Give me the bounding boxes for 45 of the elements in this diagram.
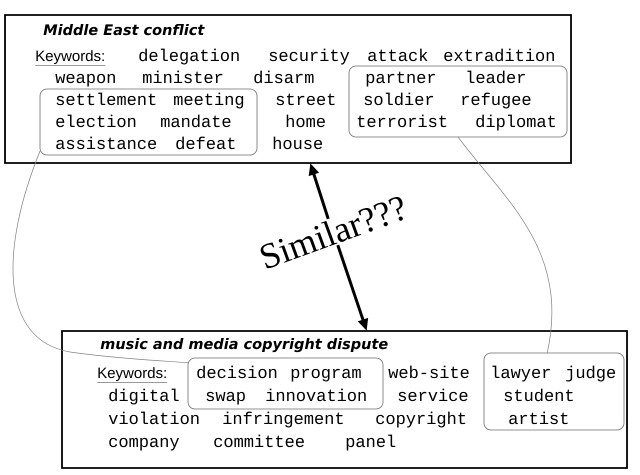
keyword: weapon [55, 74, 115, 87]
keyword: swap [206, 392, 245, 405]
keyword: security [270, 48, 350, 65]
keyword: digital [109, 388, 179, 404]
keyword: terrorist [358, 114, 446, 128]
keyword: leader [467, 70, 525, 84]
keyword: panel [346, 434, 396, 451]
keyword: election [56, 114, 136, 128]
connector-line [12, 150, 188, 364]
keyword: house [274, 136, 322, 150]
keyword: service [398, 388, 468, 402]
keyword: delegation [139, 48, 239, 64]
keyword: refugee [462, 92, 530, 108]
keyword: copyright [376, 412, 466, 428]
keyword: home [286, 114, 325, 128]
keyword: committee [214, 434, 304, 448]
keyword: soldier [364, 92, 434, 106]
topic-title: Middle East conflict [44, 24, 205, 36]
keyword: assistance [56, 136, 156, 150]
keyword: defeat [176, 136, 235, 150]
keyword: student [504, 388, 573, 402]
connector-line [458, 136, 552, 354]
keyword: artist [509, 412, 568, 424]
keyword: street [276, 94, 335, 106]
keyword: judge [566, 366, 616, 382]
keyword: decision [197, 366, 276, 378]
keyword: partner [366, 72, 436, 87]
keywords-label: Keywords: [97, 367, 168, 383]
keyword: web-site [388, 366, 469, 378]
keyword: innovation [266, 388, 366, 402]
keyword: company [109, 438, 180, 451]
keyword: diplomat [476, 114, 556, 131]
keyword: extradition [444, 48, 554, 62]
keyword: program [292, 368, 361, 382]
topic-title: music and media copyright dispute [100, 338, 388, 352]
keyword: attack [368, 48, 428, 62]
keyword: infringement [223, 412, 343, 428]
keyword: settlement [56, 92, 156, 106]
keyword: minister [143, 70, 222, 84]
keyword: mandate [161, 114, 230, 128]
keyword: meeting [174, 92, 244, 108]
keyword: violation [108, 412, 198, 424]
keyword: lawyer [492, 366, 550, 382]
keywords-label: Keywords: [35, 50, 106, 66]
keyword: disarm [254, 70, 314, 84]
